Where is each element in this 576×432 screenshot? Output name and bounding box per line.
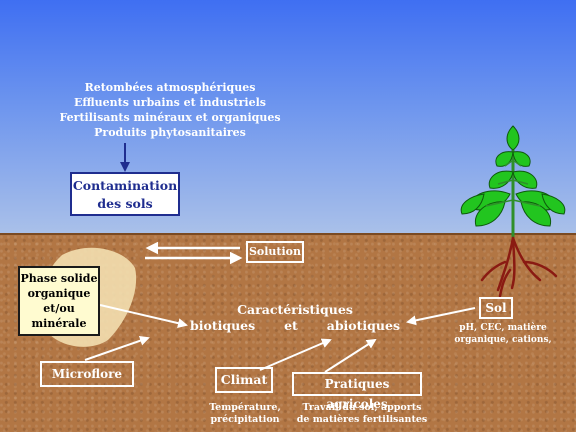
solution-box: Solution: [246, 241, 304, 263]
climat-detail-1: Température,: [209, 402, 281, 413]
phase-line-3: et/ou: [43, 302, 75, 315]
climat-detail-2: précipitation: [210, 414, 280, 425]
characteristics-word-et: et: [284, 318, 298, 333]
source-line-2: Effluents urbains et industriels: [74, 96, 266, 109]
phase-line-4: minérale: [31, 317, 87, 330]
influence-arrows: [84, 304, 476, 373]
phase-line-2: organique: [27, 287, 91, 300]
source-line-4: Produits phytosanitaires: [94, 126, 246, 139]
sol-detail-2: organique, cations,: [454, 335, 552, 345]
sol-details: pH, CEC, matière organique, cations,: [448, 322, 558, 346]
characteristics-word-biotiques: biotiques: [190, 318, 256, 333]
contamination-line-1: Contamination: [72, 178, 178, 193]
characteristics-line-2: biotiques et abiotiques: [190, 318, 400, 334]
pratiques-details: Travail du sol, apports de matières fert…: [292, 402, 432, 426]
plant-roots-icon: [480, 236, 558, 298]
characteristics-label: Caractéristiques biotiques et abiotiques: [190, 302, 400, 334]
pratiques-detail-1: Travail du sol, apports: [302, 402, 422, 413]
contamination-line-2: des sols: [97, 196, 153, 211]
sol-box: Sol: [479, 297, 513, 319]
solid-phase-box: Phase solide organique et/ou minérale: [18, 266, 100, 336]
pollution-sources-list: Retombées atmosphériques Effluents urbai…: [30, 80, 310, 140]
source-line-1: Retombées atmosphériques: [84, 81, 256, 94]
microflore-box: Microflore: [40, 361, 134, 387]
source-line-3: Fertilisants minéraux et organiques: [59, 111, 281, 124]
climat-details: Température, précipitation: [200, 402, 290, 426]
pratiques-agricoles-box: Pratiques agricoles: [292, 372, 422, 411]
phase-line-1: Phase solide: [20, 272, 98, 285]
climat-box: Climat: [215, 367, 273, 393]
characteristics-word-abiotiques: abiotiques: [326, 318, 400, 333]
characteristics-line-1: Caractéristiques: [237, 302, 353, 317]
contamination-box: Contamination des sols: [70, 172, 180, 216]
sol-detail-1: pH, CEC, matière: [459, 323, 547, 333]
solution-exchange-arrows: [145, 241, 243, 265]
pratiques-detail-2: de matières fertilisantes: [296, 414, 428, 425]
plant-icon: [460, 125, 566, 240]
